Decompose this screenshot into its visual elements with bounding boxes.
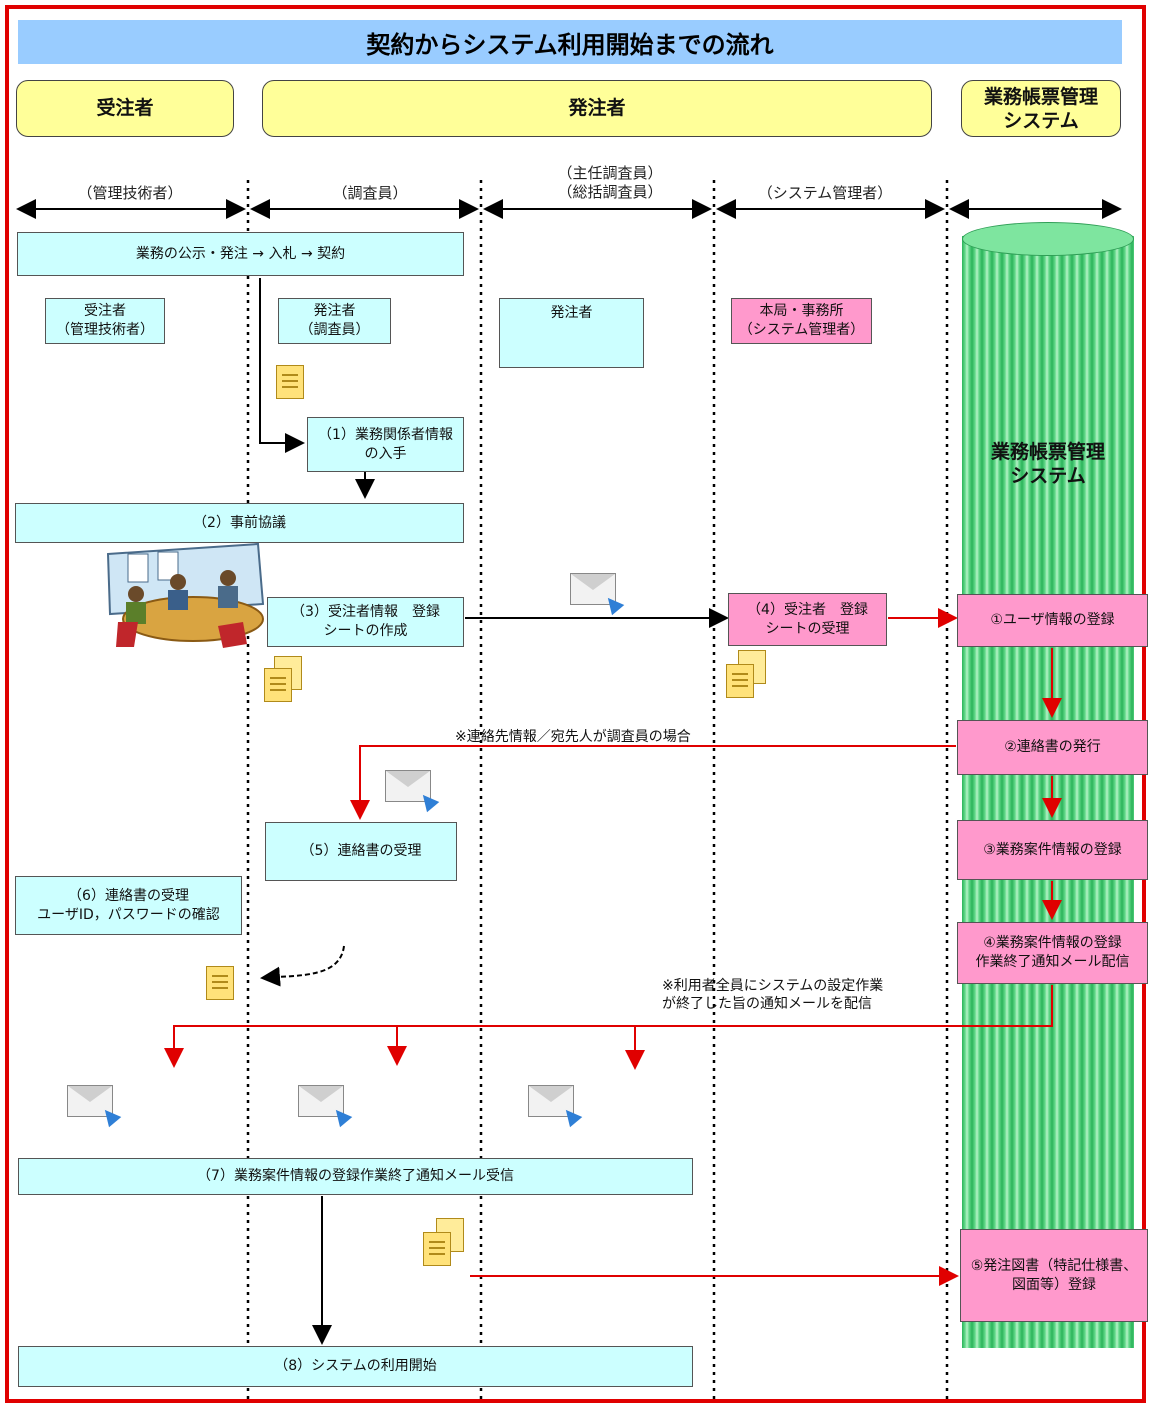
document-icon (206, 966, 234, 1000)
email-icon (67, 1085, 122, 1128)
email-icon (528, 1085, 583, 1128)
email-icon (385, 770, 440, 813)
step5-box: （5）連絡書の受理 (265, 822, 457, 881)
page-title: 契約からシステム利用開始までの流れ (18, 20, 1122, 64)
step2-box: （2）事前協議 (15, 503, 464, 543)
role-investigator: （調査員） (332, 184, 408, 202)
documents-icon (264, 668, 292, 702)
system-step5: ⑤発注図書（特記仕様書、 図面等）登録 (960, 1229, 1148, 1322)
role-chief: （主任調査員） （総括調査員） (557, 164, 663, 201)
system-step4: ④業務案件情報の登録 作業終了通知メール配信 (957, 922, 1148, 984)
email-icon (570, 573, 625, 616)
step7-box: （7）業務案件情報の登録作業終了通知メール受信 (18, 1158, 693, 1195)
step6-box: （6）連絡書の受理 ユーザID，パスワードの確認 (15, 876, 242, 935)
role-admin: （システム管理者） (757, 184, 893, 202)
system-label: 業務帳票管理 システム (990, 441, 1105, 487)
system-step1: ①ユーザ情報の登録 (957, 594, 1148, 647)
system-step3: ③業務案件情報の登録 (957, 820, 1148, 880)
office-admin-box: 本局・事務所 （システム管理者） (731, 298, 872, 344)
page-frame (5, 5, 1146, 1403)
email-icon (298, 1085, 353, 1128)
documents-icon (423, 1232, 451, 1266)
note-notify-all-users: ※利用者全員にシステムの設定作業 が終了した旨の通知メールを配信 (662, 978, 884, 1012)
system-step2: ②連絡書の発行 (957, 720, 1148, 775)
orderer-box: 発注者 (499, 298, 644, 368)
note-contact-investigator: ※連絡先情報／宛先人が調査員の場合 (455, 729, 691, 745)
document-icon (276, 365, 304, 399)
documents-icon (726, 664, 754, 698)
orderer-investigator-box: 発注者 （調査員） (278, 298, 391, 344)
header-contractor: 受注者 (16, 80, 234, 137)
meeting-illustration (106, 542, 265, 648)
header-system: 業務帳票管理 システム (961, 80, 1121, 137)
step1-box: （1）業務関係者情報 の入手 (307, 417, 464, 472)
system-cylinder (962, 222, 1134, 1348)
header-orderer: 発注者 (262, 80, 932, 137)
role-manager: （管理技術者） (77, 184, 183, 202)
step8-box: （8）システムの利用開始 (18, 1346, 693, 1387)
contractor-manager-box: 受注者 （管理技術者） (45, 298, 165, 344)
step3-box: （3）受注者情報 登録 シートの作成 (267, 597, 464, 647)
bid-contract-box: 業務の公示・発注 → 入札 → 契約 (17, 232, 464, 276)
step4-box: （4）受注者 登録 シートの受理 (728, 593, 887, 646)
